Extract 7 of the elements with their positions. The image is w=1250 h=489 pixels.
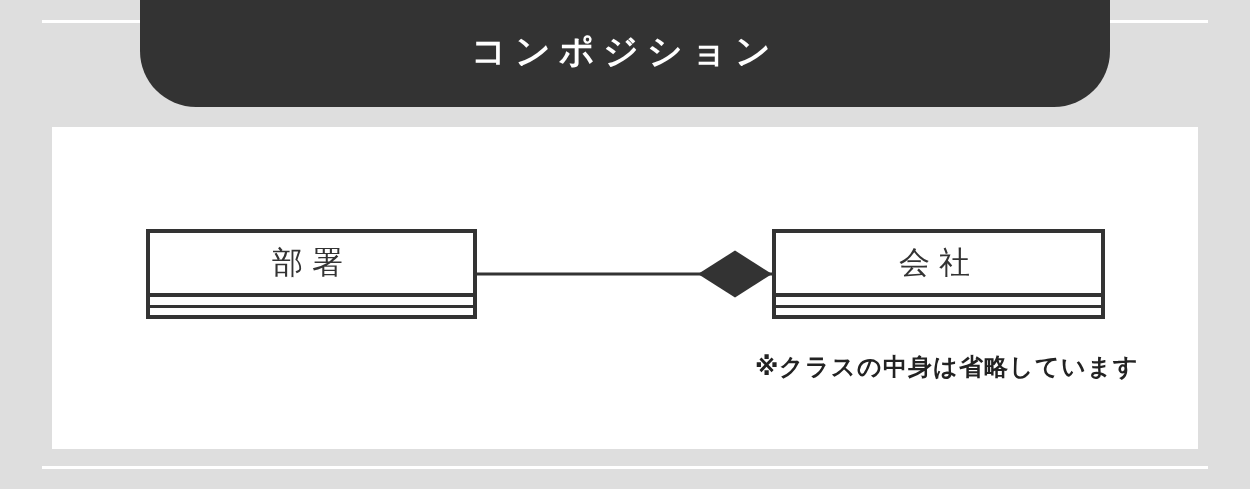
title: コンポジション	[471, 29, 779, 72]
composition-connector	[477, 250, 772, 298]
class-name: 部署	[271, 244, 352, 282]
class-box	[772, 229, 1105, 319]
class-box	[146, 229, 477, 319]
note-text: ※クラスの中身は省略しています	[755, 352, 1140, 382]
class-name: 会社	[898, 244, 979, 282]
